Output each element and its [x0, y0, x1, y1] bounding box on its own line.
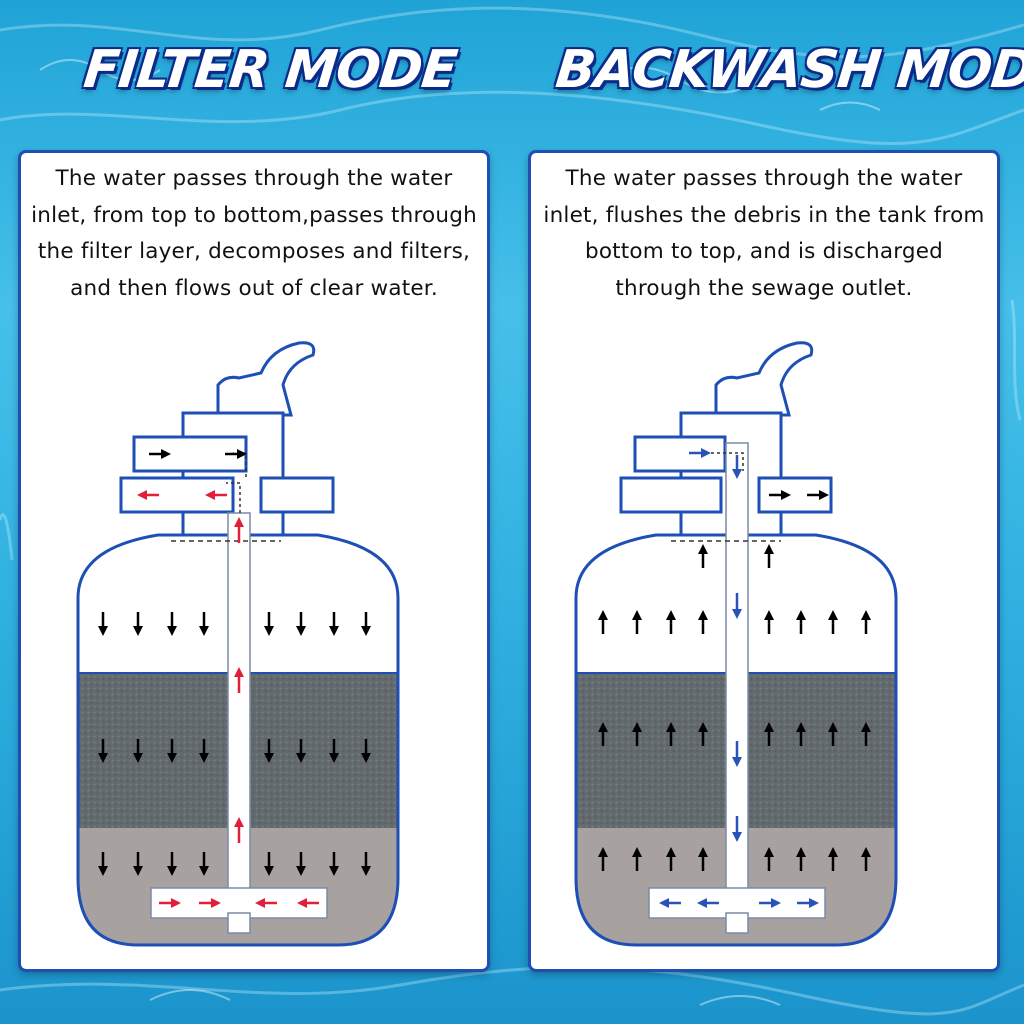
arrow-down-icon: [296, 739, 306, 763]
arrow-right-icon: [689, 448, 711, 458]
arrow-left-icon: [255, 898, 277, 908]
tank-body: [76, 533, 400, 947]
backwash-mode-panel: The water passes through the water inlet…: [528, 150, 1000, 972]
filter-mode-description: The water passes through the water inlet…: [31, 166, 477, 301]
arrow-up-icon: [598, 722, 608, 746]
backwash-tank-diagram: [574, 341, 898, 947]
arrow-down-icon: [98, 612, 108, 636]
arrow-up-icon: [796, 847, 806, 871]
arrow-left-icon: [297, 898, 319, 908]
arrow-up-icon: [698, 722, 708, 746]
arrow-up-icon: [764, 544, 774, 568]
arrow-down-icon: [361, 739, 371, 763]
arrow-down-icon: [199, 612, 209, 636]
arrow-down-icon: [732, 741, 742, 767]
filter-tank-diagram: [76, 341, 400, 947]
arrow-left-icon: [137, 490, 159, 500]
arrow-right-icon: [149, 449, 171, 459]
arrow-down-icon: [329, 852, 339, 876]
arrow-down-icon: [732, 593, 742, 619]
arrow-up-icon: [234, 817, 244, 843]
arrow-up-icon: [698, 847, 708, 871]
arrow-down-icon: [167, 739, 177, 763]
arrow-up-icon: [666, 610, 676, 634]
arrow-right-icon: [759, 898, 781, 908]
arrow-down-icon: [296, 852, 306, 876]
arrow-right-icon: [199, 898, 221, 908]
arrow-up-icon: [234, 517, 244, 543]
arrow-up-icon: [698, 610, 708, 634]
arrow-down-icon: [133, 739, 143, 763]
arrow-up-icon: [828, 722, 838, 746]
arrow-up-icon: [828, 610, 838, 634]
arrow-down-icon: [167, 612, 177, 636]
arrow-down-icon: [133, 612, 143, 636]
arrow-down-icon: [264, 612, 274, 636]
arrow-down-icon: [296, 612, 306, 636]
arrow-down-icon: [199, 739, 209, 763]
arrow-down-icon: [329, 739, 339, 763]
arrow-left-icon: [205, 490, 227, 500]
arrow-up-icon: [764, 847, 774, 871]
arrow-up-icon: [698, 544, 708, 568]
arrow-up-icon: [764, 610, 774, 634]
arrow-down-icon: [98, 852, 108, 876]
backwash-mode-description: The water passes through the water inlet…: [543, 166, 985, 301]
arrow-right-icon: [797, 898, 819, 908]
arrow-up-icon: [861, 610, 871, 634]
arrow-up-icon: [632, 610, 642, 634]
filter-mode-panel: The water passes through the water inlet…: [18, 150, 490, 972]
arrow-down-icon: [264, 852, 274, 876]
arrow-down-icon: [361, 612, 371, 636]
arrow-down-icon: [732, 455, 742, 479]
waste-pipe: [259, 476, 335, 514]
arrow-up-icon: [828, 847, 838, 871]
arrow-up-icon: [764, 722, 774, 746]
arrow-down-icon: [732, 816, 742, 842]
arrow-down-icon: [361, 852, 371, 876]
arrow-down-icon: [199, 852, 209, 876]
arrow-up-icon: [632, 722, 642, 746]
arrow-up-icon: [861, 722, 871, 746]
center-tube: [725, 442, 749, 914]
arrow-up-icon: [796, 610, 806, 634]
arrow-down-icon: [133, 852, 143, 876]
inlet-pipe: [633, 435, 727, 473]
backwash-mode-title: BACKWASH MODE: [552, 40, 1024, 100]
arrow-up-icon: [632, 847, 642, 871]
arrow-down-icon: [264, 739, 274, 763]
arrow-up-icon: [598, 847, 608, 871]
arrow-down-icon: [167, 852, 177, 876]
arrow-left-icon: [697, 898, 719, 908]
arrow-right-icon: [769, 490, 791, 500]
arrow-right-icon: [159, 898, 181, 908]
arrow-down-icon: [329, 612, 339, 636]
arrow-up-icon: [861, 847, 871, 871]
arrow-up-icon: [796, 722, 806, 746]
arrow-up-icon: [598, 610, 608, 634]
arrow-up-icon: [666, 847, 676, 871]
arrow-left-icon: [659, 898, 681, 908]
arrow-down-icon: [98, 739, 108, 763]
valve-handle: [714, 341, 814, 417]
arrow-up-icon: [234, 667, 244, 693]
valve-handle: [216, 341, 316, 417]
arrow-up-icon: [666, 722, 676, 746]
filter-mode-title: FILTER MODE: [80, 40, 460, 100]
arrow-right-icon: [225, 449, 247, 459]
arrow-right-icon: [807, 490, 829, 500]
tank-body: [574, 533, 898, 947]
center-tube: [227, 512, 251, 914]
outlet-pipe: [619, 476, 723, 514]
